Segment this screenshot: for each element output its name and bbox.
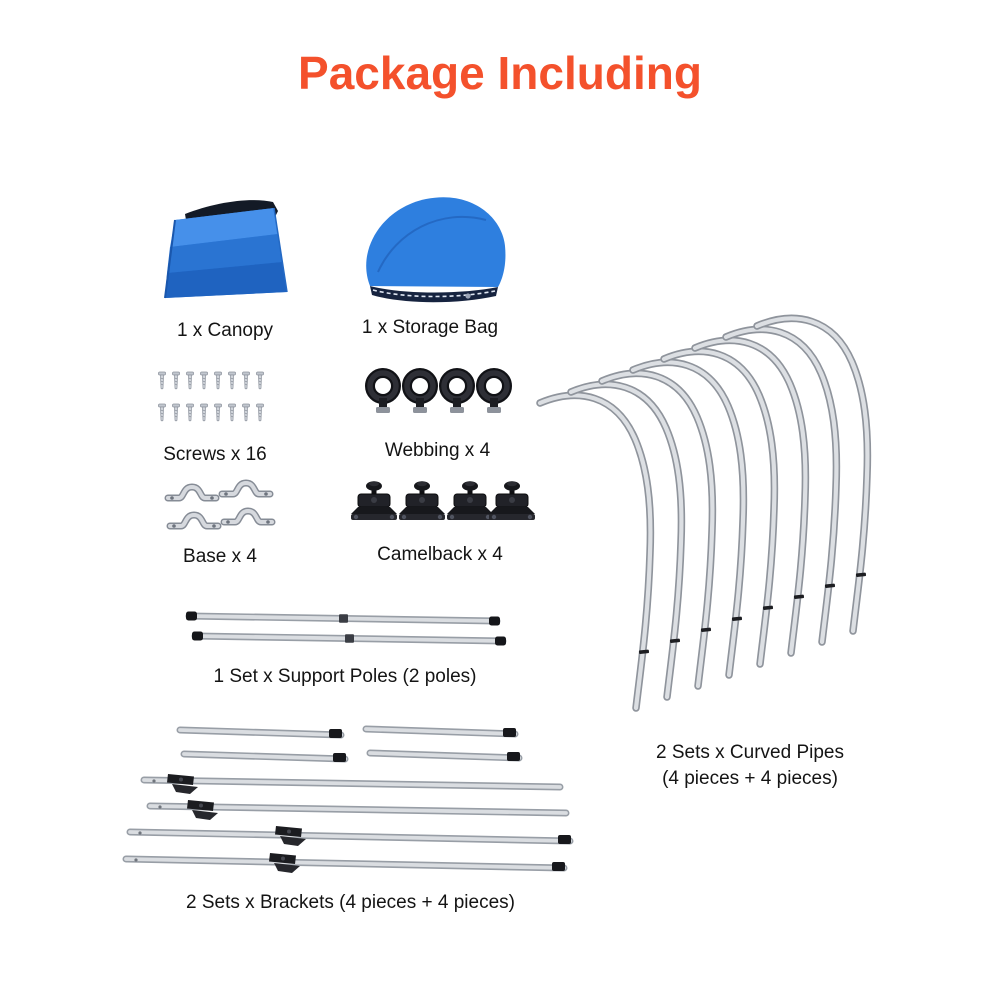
brackets-icon xyxy=(122,725,574,873)
curved-pipes-icon xyxy=(520,298,980,726)
canopy-item: 1 x Canopy xyxy=(150,192,300,344)
support-poles-icon xyxy=(180,604,510,656)
camelback-item: Camelback x 4 xyxy=(340,472,540,568)
page-title: Package Including xyxy=(298,47,702,99)
webbing-icon xyxy=(363,364,513,430)
brackets-label: 2 Sets x Brackets (4 pieces + 4 pieces) xyxy=(186,892,515,913)
storage-bag-item: 1 x Storage Bag xyxy=(345,192,515,341)
canopy-label: 1 x Canopy xyxy=(176,320,274,341)
webbing-item: Webbing x 4 xyxy=(360,364,515,464)
base-icon xyxy=(164,476,276,536)
brackets-item: 2 Sets x Brackets (4 pieces + 4 pieces) xyxy=(108,716,593,916)
curved-pipes-label-line1: 2 Sets x Curved Pipes xyxy=(656,742,844,763)
screws-label: Screws x 16 xyxy=(163,444,267,465)
camelback-label: Camelback x 4 xyxy=(377,544,503,565)
curved-pipes-label-line2: (4 pieces + 4 pieces) xyxy=(662,767,838,789)
base-label: Base x 4 xyxy=(183,546,257,567)
storage-bag-icon xyxy=(365,197,505,303)
screws-icon xyxy=(158,371,264,422)
curved-pipes-item: 2 Sets x Curved Pipes (4 pieces + 4 piec… xyxy=(520,298,980,791)
canopy-icon xyxy=(164,200,288,299)
webbing-label: Webbing x 4 xyxy=(384,440,491,461)
curved-pipes-label: 2 Sets x Curved Pipes (4 pieces + 4 piec… xyxy=(656,740,844,791)
support-poles-item: 1 Set x Support Poles (2 poles) xyxy=(180,604,510,690)
storage-bag-label: 1 x Storage Bag xyxy=(361,317,499,338)
base-item: Base x 4 xyxy=(160,476,280,570)
camelback-icon xyxy=(350,480,535,521)
support-poles-label: 1 Set x Support Poles (2 poles) xyxy=(213,666,477,687)
screws-item: Screws x 16 xyxy=(150,368,280,468)
